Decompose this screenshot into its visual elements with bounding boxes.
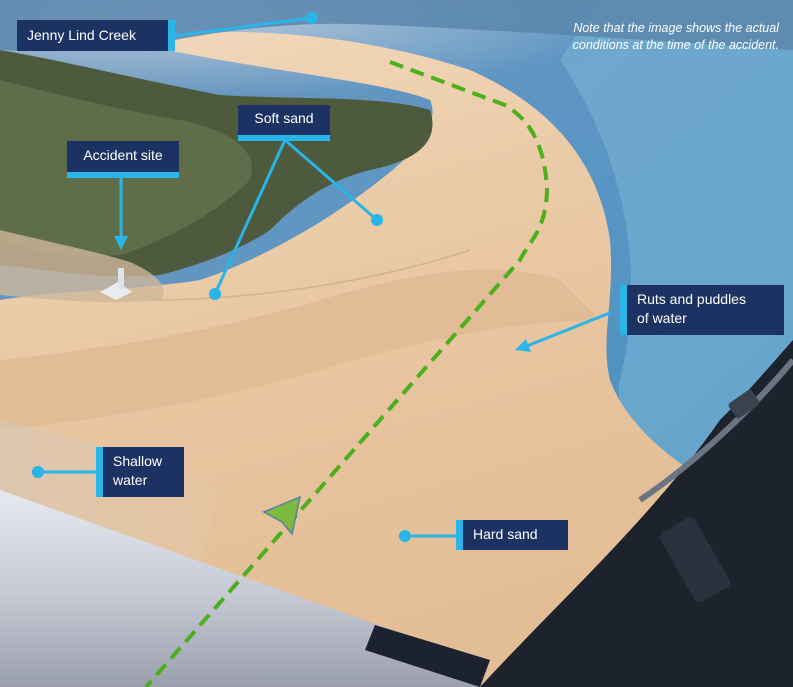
shallow-water-right bbox=[560, 0, 793, 470]
label-soft-sand: Soft sand bbox=[238, 105, 330, 141]
label-accident-site-text: Accident site bbox=[83, 147, 163, 163]
callout-dot-hard-sand bbox=[399, 530, 411, 542]
label-accident-site: Accident site bbox=[67, 141, 179, 178]
label-hard-sand-text: Hard sand bbox=[473, 526, 538, 542]
callout-dot-jenny-lind bbox=[306, 12, 318, 24]
label-shallow-line1: Shallow bbox=[113, 453, 163, 469]
callout-line-ruts bbox=[521, 310, 613, 350]
tyre-tracks bbox=[149, 249, 471, 301]
callout-arrow-accident bbox=[114, 236, 128, 250]
creek-water bbox=[0, 0, 793, 52]
label-ruts-line2: of water bbox=[637, 310, 687, 326]
cockpit-latch bbox=[728, 389, 760, 419]
label-ruts-puddles: Ruts and puddles of water bbox=[620, 285, 784, 335]
callout-line-jenny-lind bbox=[171, 16, 313, 38]
callout-lines bbox=[32, 12, 613, 542]
label-ruts-line1: Ruts and puddles bbox=[637, 291, 746, 307]
callout-dot-soft-sand-b bbox=[371, 214, 383, 226]
conditions-note: Note that the image shows the actual con… bbox=[572, 21, 779, 52]
cockpit-window-edge bbox=[638, 358, 793, 503]
flight-direction-arrow-icon bbox=[262, 495, 302, 536]
flight-path-line bbox=[144, 60, 550, 687]
cockpit-frame bbox=[480, 340, 793, 687]
strut-end-cap bbox=[365, 625, 490, 687]
wing-strut bbox=[0, 490, 490, 687]
label-soft-sand-text: Soft sand bbox=[254, 110, 314, 126]
label-jenny-lind-creek: Jenny Lind Creek bbox=[17, 20, 175, 51]
callout-arrow-ruts bbox=[515, 339, 531, 352]
label-hard-sand: Hard sand bbox=[456, 520, 568, 550]
callout-line-soft-sand-a bbox=[213, 139, 287, 295]
label-shallow-line2: water bbox=[113, 472, 148, 488]
cockpit-handle bbox=[659, 517, 731, 603]
label-jenny-lind-creek-text: Jenny Lind Creek bbox=[27, 27, 136, 43]
label-shallow-water: Shallow water bbox=[96, 447, 184, 497]
aircraft-wreck-icon bbox=[100, 268, 132, 300]
callout-dot-shallow bbox=[32, 466, 44, 478]
wet-sand-band bbox=[0, 269, 600, 430]
callout-dot-soft-sand-a bbox=[209, 288, 221, 300]
callout-line-soft-sand-b bbox=[284, 138, 378, 222]
